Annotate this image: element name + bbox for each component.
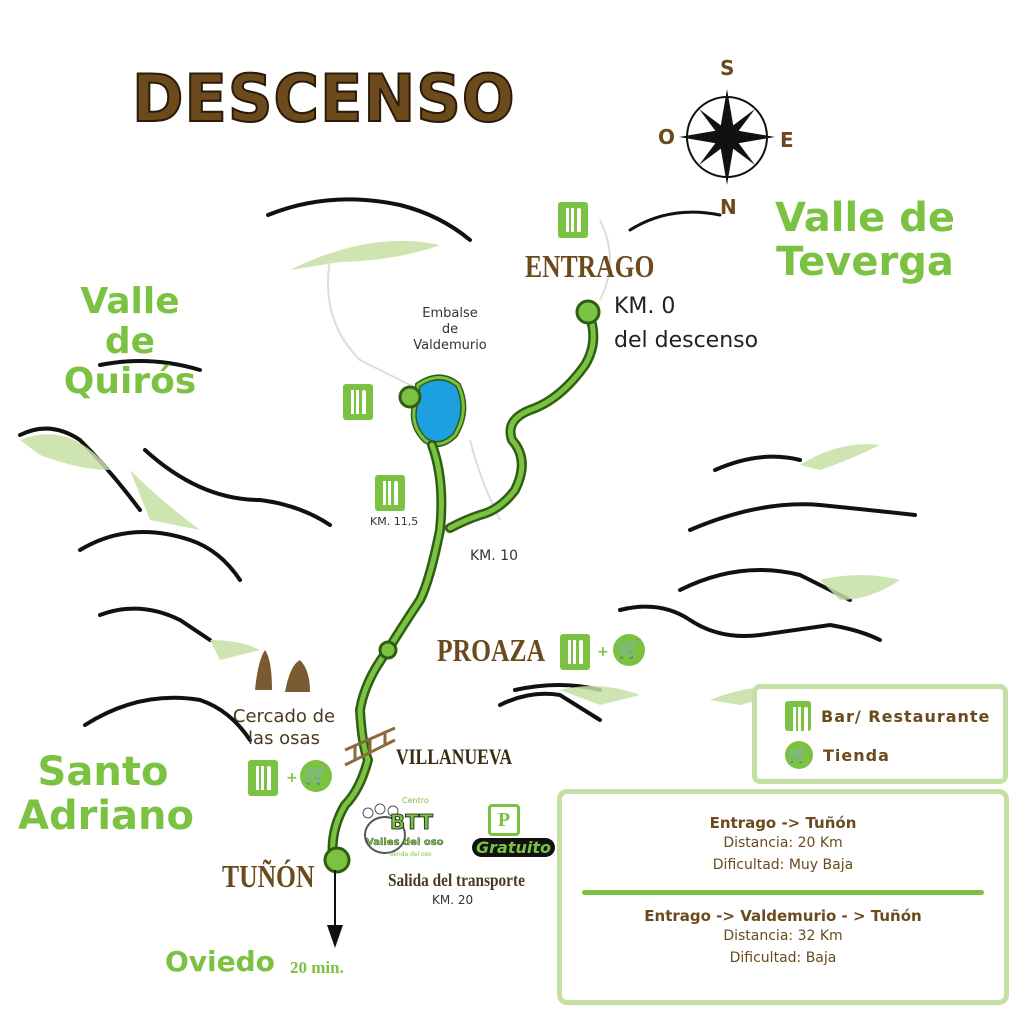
cercado-line: Cercado de	[232, 706, 336, 727]
shop-cart-icon: 🛒	[613, 634, 645, 666]
shop-cart-icon: 🛒	[300, 760, 332, 792]
town-entrago: ENTRAGO	[525, 248, 655, 284]
shop-cart-icon: 🛒	[785, 741, 813, 769]
route-2-difficulty: Dificultad: Baja	[729, 950, 837, 966]
btt-logo: Centro BTT Valles del oso senda del oso	[362, 796, 444, 858]
region-santo-adriano: Santo Adriano	[18, 749, 194, 839]
proaza-point	[378, 640, 398, 660]
btt-logo-senda: senda del oso	[390, 851, 432, 858]
embalse-line: Valdemurio	[413, 338, 487, 353]
transport-exit-label: Salida del transporte	[388, 870, 525, 890]
town-proaza: PROAZA	[437, 632, 546, 668]
bears-icon	[255, 650, 310, 692]
plus-icon: +	[597, 644, 609, 660]
town-tunon: TUÑÓN	[222, 858, 315, 894]
cercado-line: las osas	[248, 728, 320, 749]
route-2-distance: Distancia: 32 Km	[723, 928, 843, 944]
arrow-to-oviedo-icon	[327, 870, 343, 948]
restaurant-icon	[375, 475, 405, 511]
valdemurio-point	[398, 385, 422, 409]
bridge-icon	[344, 726, 396, 767]
route-2-name: Entrago -> Valdemurio - > Tuñón	[644, 907, 922, 925]
entrago-point	[575, 299, 601, 325]
km-11-5-label: KM. 11,5	[370, 515, 419, 528]
route-1-difficulty: Dificultad: Muy Baja	[712, 857, 854, 873]
legend-label: Tienda	[823, 745, 890, 765]
region-teverga: Valle de Teverga	[775, 195, 955, 285]
town-villanueva: VILLANUEVA	[396, 744, 513, 769]
cercado-label: Cercado de las osas	[222, 706, 346, 750]
legend-item-shop: 🛒 Tienda	[785, 741, 890, 769]
restaurant-icon	[343, 384, 373, 420]
restaurant-icon	[560, 634, 590, 670]
legend-item-restaurant: Bar/ Restaurante	[785, 701, 990, 731]
restaurant-icon	[785, 701, 811, 731]
compass-north: N	[720, 195, 737, 219]
btt-logo-btt: BTT	[390, 810, 433, 834]
tunon-point	[323, 846, 351, 874]
compass-west: O	[658, 125, 676, 149]
embalse-line: Embalse	[422, 306, 478, 321]
route-1-distance: Distancia: 20 Km	[723, 835, 843, 851]
btt-logo-centro: Centro	[402, 796, 429, 805]
restaurant-icon	[558, 202, 588, 238]
legend-label: Bar/ Restaurante	[821, 706, 991, 726]
km0-label: KM. 0	[614, 294, 676, 319]
btt-logo-valles: Valles del oso	[366, 837, 444, 848]
compass-south: S	[720, 56, 735, 80]
km-20-label: KM. 20	[432, 893, 474, 907]
bike-route	[327, 307, 599, 865]
route-divider	[582, 890, 984, 895]
legend-box: Bar/ Restaurante 🛒 Tienda	[752, 684, 1008, 784]
parking-icon: P	[488, 804, 520, 836]
map-title: DESCENSO	[131, 59, 516, 138]
embalse-line: de	[441, 322, 459, 337]
plus-icon: +	[286, 770, 298, 786]
embalse-label: Embalse de Valdemurio	[400, 306, 500, 354]
oviedo-label: Oviedo	[165, 945, 275, 978]
route-info-box: Entrago -> Tuñón Distancia: 20 Km Dificu…	[557, 789, 1009, 1005]
route-1-name: Entrago -> Tuñón	[709, 814, 857, 832]
km0-sublabel: del descenso	[614, 328, 759, 353]
oviedo-time: 20 min.	[290, 958, 344, 977]
region-quiros: Valle de Quirós	[63, 281, 197, 402]
route-points	[323, 299, 601, 874]
compass-east: E	[780, 128, 794, 152]
km-10-label: KM. 10	[470, 548, 518, 564]
compass-rose-icon	[679, 89, 775, 185]
parking-free-label: Gratuito	[472, 838, 555, 857]
restaurant-icon	[248, 760, 278, 796]
